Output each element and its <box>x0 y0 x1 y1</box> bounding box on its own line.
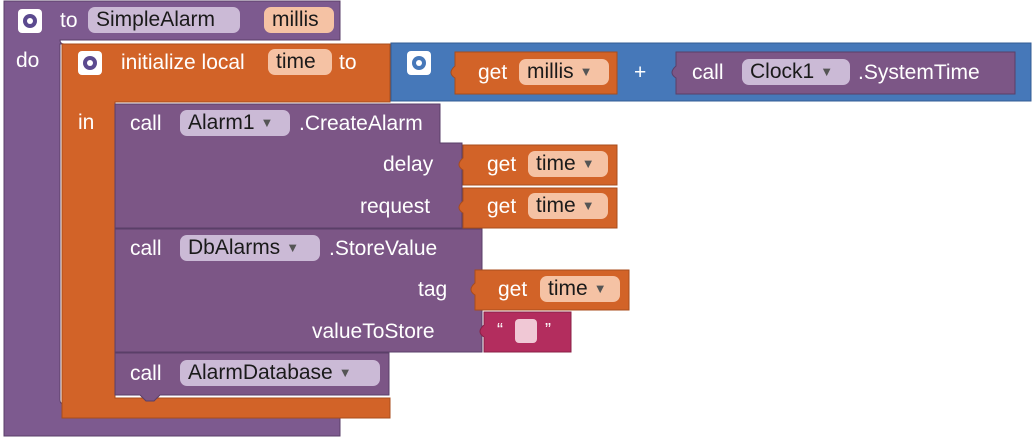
alarm1-dropdown[interactable]: Alarm1 ▼ <box>180 110 290 136</box>
get-time-var: time <box>548 277 588 300</box>
procedure-param-millis[interactable]: millis <box>264 7 334 33</box>
dbalarms-component: DbAlarms <box>188 236 281 259</box>
delay-arg-label: delay <box>383 153 434 176</box>
clock1-dropdown[interactable]: Clock1 ▼ <box>742 59 850 85</box>
get-millis-dropdown[interactable]: millis ▼ <box>519 59 609 85</box>
get-time-dropdown[interactable]: time ▼ <box>528 151 608 177</box>
get-label: get <box>478 61 508 84</box>
createalarm-method: .CreateAlarm <box>299 112 423 135</box>
call-label: call <box>130 362 162 385</box>
dropdown-arrow-icon: ▼ <box>579 64 593 79</box>
quote-open: “ <box>497 320 503 340</box>
local-in-label: in <box>78 111 95 134</box>
procedure-to-label: to <box>60 9 78 32</box>
dbalarms-dropdown[interactable]: DbAlarms ▼ <box>180 235 320 261</box>
alarmdatabase-procedure: AlarmDatabase <box>188 361 333 384</box>
dropdown-arrow-icon: ▼ <box>581 156 595 171</box>
systemtime-method: .SystemTime <box>858 61 980 84</box>
get-time-dropdown[interactable]: time ▼ <box>540 276 620 302</box>
gear-icon[interactable] <box>78 51 102 75</box>
quote-close: ” <box>545 320 551 340</box>
valuetostore-arg-label: valueToStore <box>312 320 435 343</box>
dropdown-arrow-icon: ▼ <box>260 115 274 130</box>
call-label: call <box>692 61 724 84</box>
get-time-var: time <box>536 152 576 175</box>
get-label: get <box>498 278 528 301</box>
local-var-name-field[interactable]: time <box>268 49 332 75</box>
initialize-to-label: to <box>339 51 357 74</box>
get-time-var: time <box>536 194 576 217</box>
initialize-local-label: initialize local <box>121 51 245 74</box>
procedure-name-field[interactable]: SimpleAlarm <box>88 7 240 33</box>
dropdown-arrow-icon: ▼ <box>286 240 300 255</box>
empty-text-field[interactable] <box>515 319 537 343</box>
local-variable-block[interactable] <box>61 43 391 419</box>
alarm1-component: Alarm1 <box>188 111 255 134</box>
plus-operator: + <box>634 61 647 84</box>
tag-arg-label: tag <box>418 278 448 301</box>
clock1-component: Clock1 <box>750 60 815 83</box>
get-label: get <box>487 153 517 176</box>
gear-icon[interactable] <box>18 9 42 33</box>
dropdown-arrow-icon: ▼ <box>338 365 352 380</box>
call-label: call <box>130 237 162 260</box>
get-time-dropdown[interactable]: time ▼ <box>528 193 608 219</box>
get-millis-var: millis <box>527 60 574 83</box>
dropdown-arrow-icon: ▼ <box>581 198 595 213</box>
gear-icon[interactable] <box>407 51 431 75</box>
get-label: get <box>487 195 517 218</box>
storevalue-method: .StoreValue <box>329 237 438 260</box>
request-arg-label: request <box>360 195 431 218</box>
call-label: call <box>130 112 162 135</box>
alarmdatabase-dropdown[interactable]: AlarmDatabase ▼ <box>180 360 380 386</box>
procedure-do-label: do <box>16 49 40 72</box>
dropdown-arrow-icon: ▼ <box>593 281 607 296</box>
dropdown-arrow-icon: ▼ <box>820 64 834 79</box>
